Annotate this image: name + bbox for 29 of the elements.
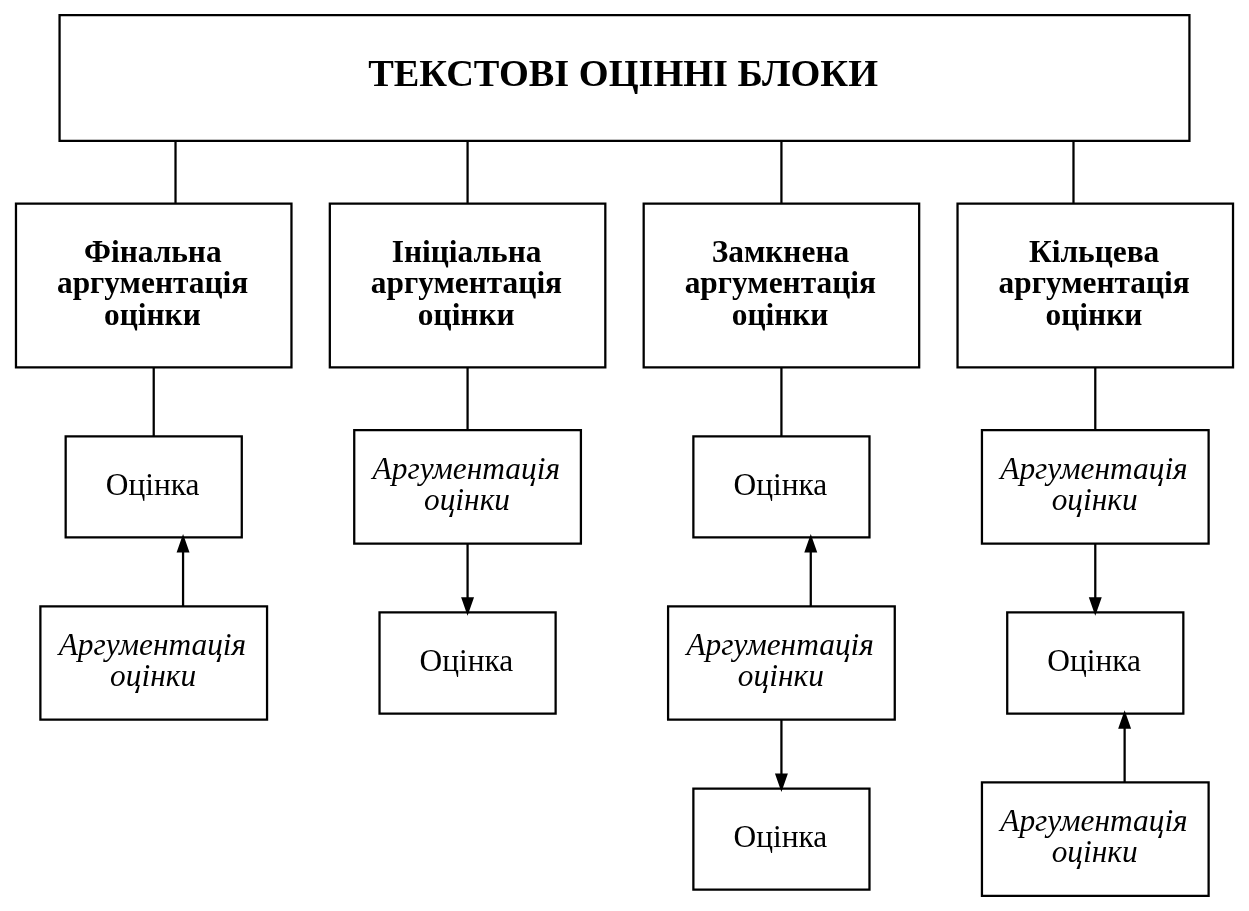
node-box: Кільцева аргументація оцінки [956,202,1235,369]
node-box: ТЕКСТОВІ ОЦІННІ БЛОКИ [58,14,1191,142]
arrow [176,534,190,607]
connector [780,140,783,203]
node-box: Аргументація оцінки [353,429,583,545]
node-box: Оцінка [64,435,243,539]
connector [466,368,469,431]
arrow [1088,543,1102,616]
node-box: Фінальна аргументація оцінки [14,202,293,369]
node-box: Аргументація оцінки [39,605,269,721]
arrow [804,534,818,607]
node-box: Оцінка [692,435,871,539]
connector [466,140,469,203]
node-box: Аргументація оцінки [666,605,896,721]
node-box: Оцінка [1006,611,1185,715]
arrow [461,543,475,616]
node-box: Оцінка [378,611,557,715]
connector [1094,368,1097,431]
node-box: Замкнена аргументація оцінки [642,202,921,369]
connector [1072,140,1075,203]
connector [174,140,177,203]
node-box: Аргументація оцінки [980,781,1210,897]
node-box: Аргументація оцінки [980,429,1210,545]
node-box: Ініціальна аргументація оцінки [328,202,607,369]
arrow [1118,710,1132,783]
connector [780,368,783,436]
connector [152,368,155,436]
node-box: Оцінка [692,787,871,891]
arrow [774,719,788,792]
